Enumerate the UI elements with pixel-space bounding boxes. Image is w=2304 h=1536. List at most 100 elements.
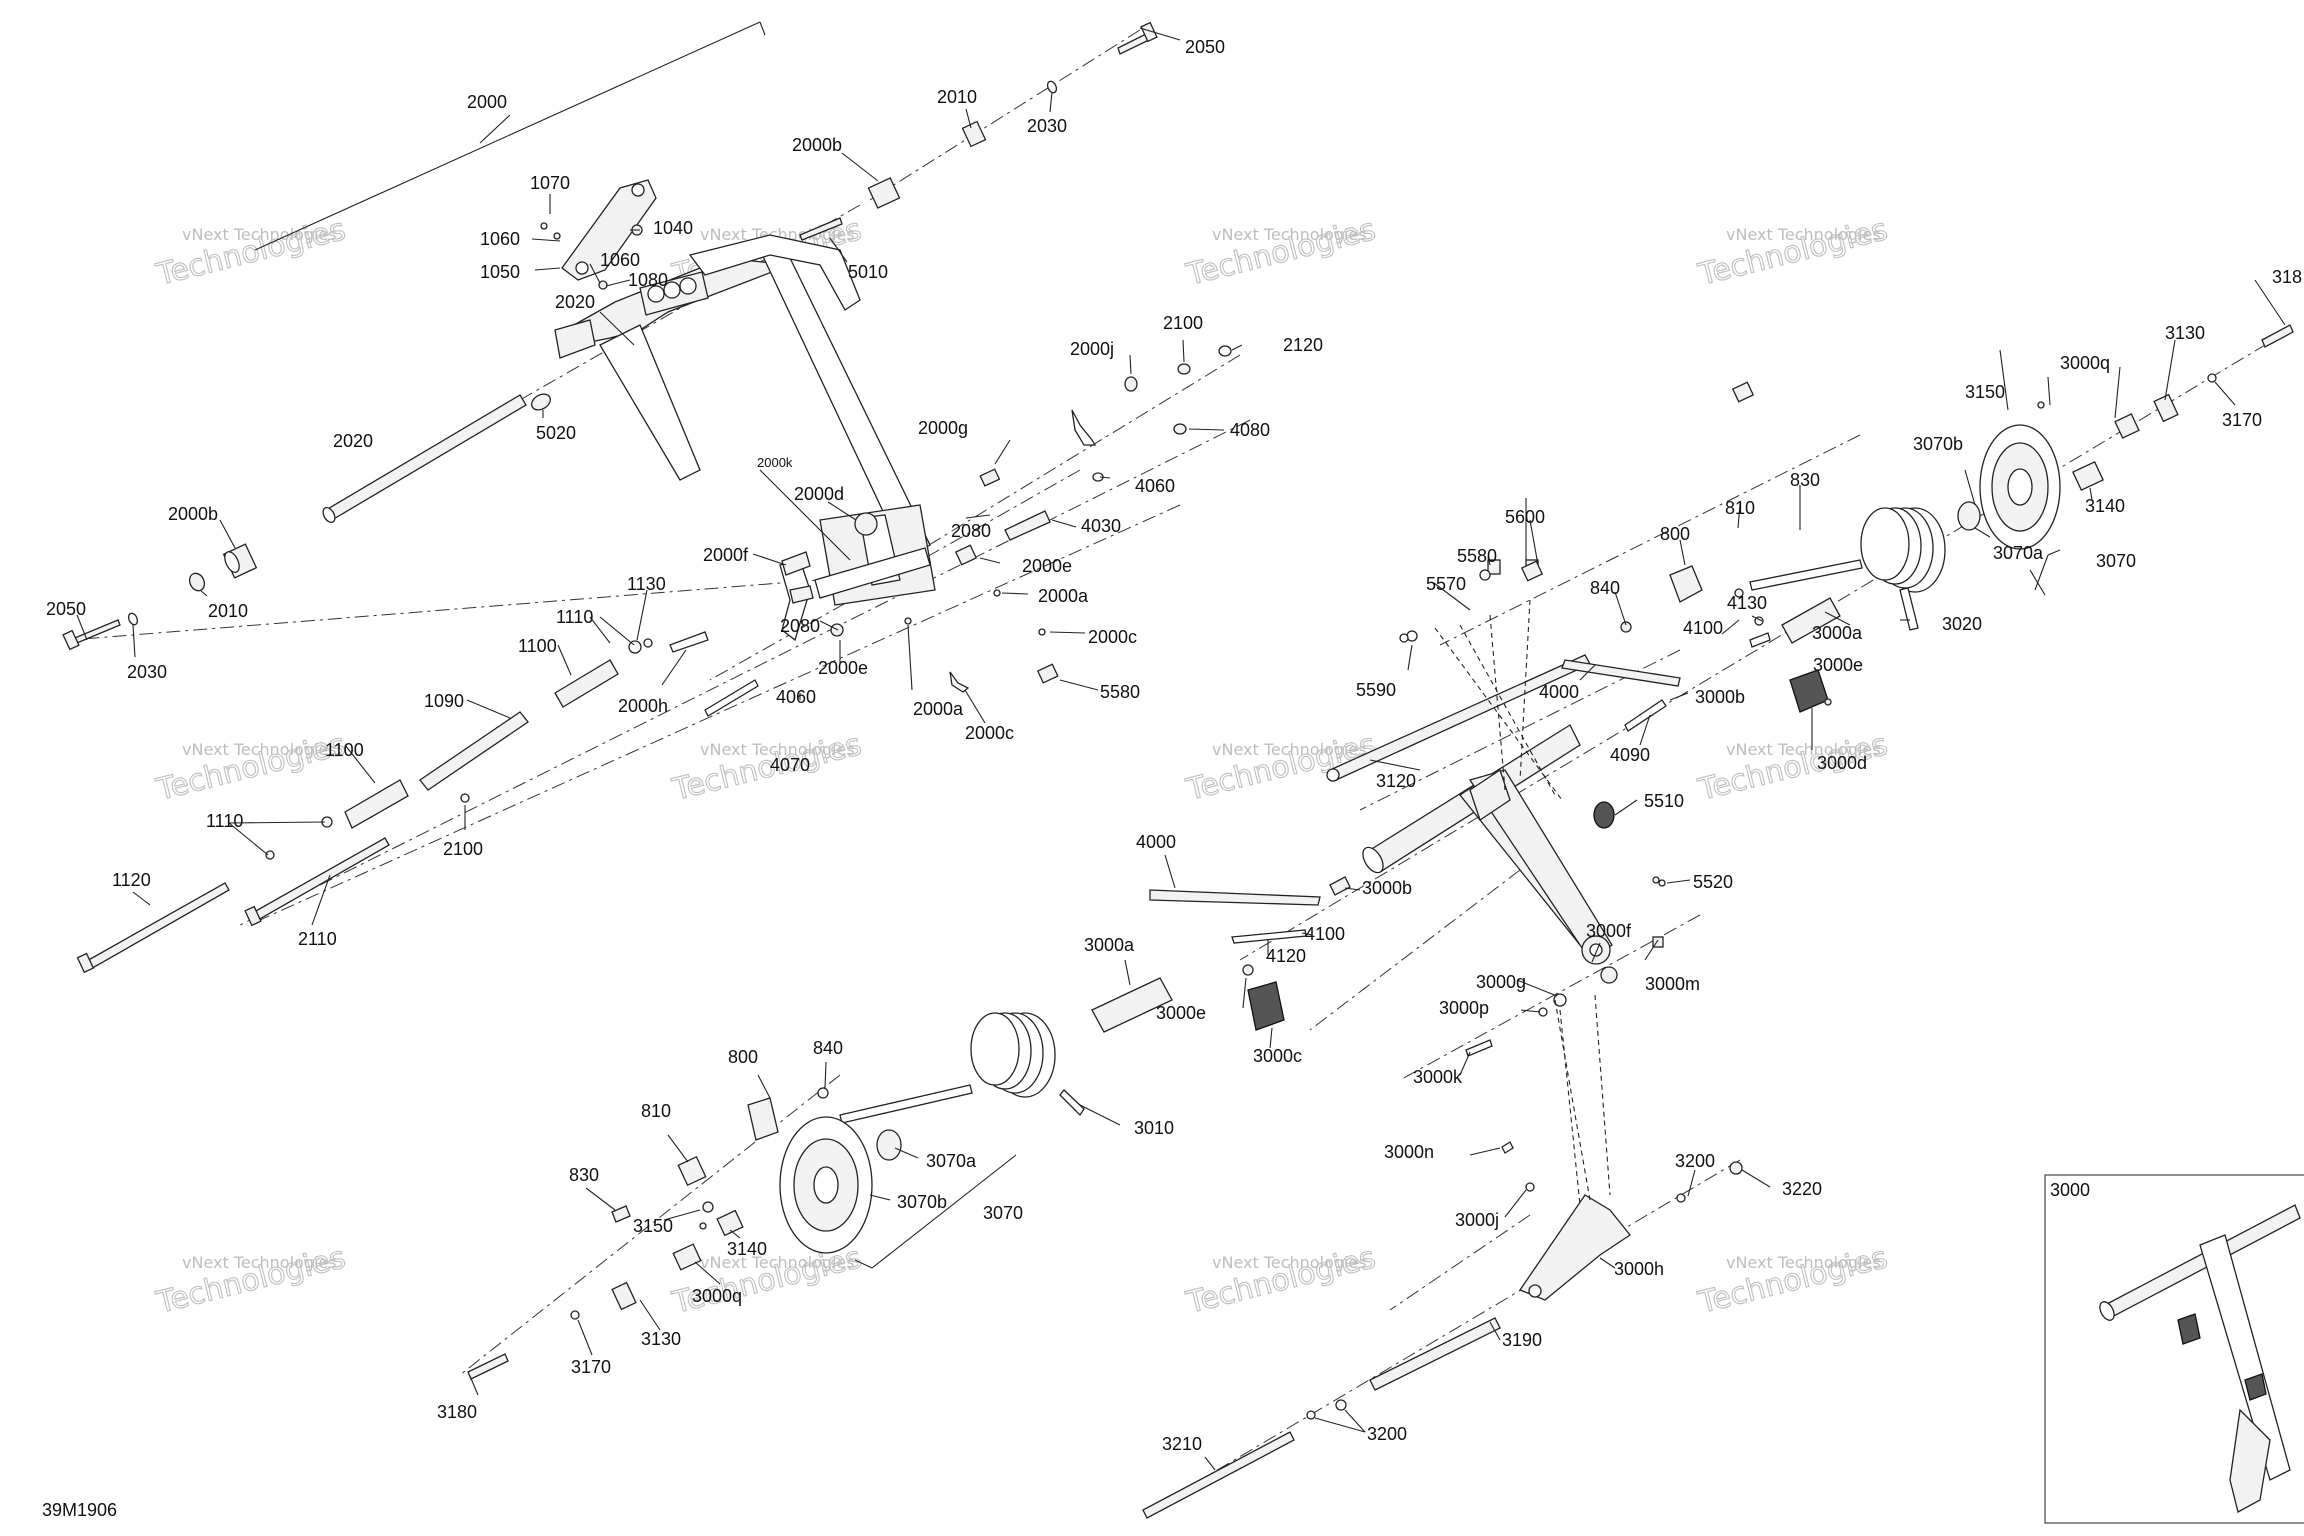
part-label: 4100 bbox=[1305, 924, 1345, 944]
part-label: 3000c bbox=[1253, 1046, 1302, 1066]
link-4000-top bbox=[1561, 659, 1681, 687]
part-label: 3150 bbox=[633, 1216, 673, 1236]
front-arm-assembly bbox=[554, 234, 936, 606]
part-label: 4080 bbox=[1230, 420, 1270, 440]
part-label: 3220 bbox=[1782, 1179, 1822, 1199]
part-label: 2030 bbox=[127, 662, 167, 682]
part-label: 3000e bbox=[1813, 655, 1863, 675]
part-label: 3190 bbox=[1502, 1330, 1542, 1350]
part-label: 3020 bbox=[1942, 614, 1982, 634]
watermark: vNext Technologies Technologies bbox=[152, 727, 350, 809]
part-label: 5580 bbox=[1100, 682, 1140, 702]
part-label: 4070 bbox=[770, 755, 810, 775]
assembly-inset: 3000 bbox=[2044, 1174, 2304, 1524]
part-label: 2080 bbox=[780, 616, 820, 636]
spring-3010 bbox=[839, 1012, 1085, 1124]
part-label: 2010 bbox=[208, 601, 248, 621]
part-label: 318 bbox=[2272, 267, 2302, 287]
watermark: vNext Technologies Technologies bbox=[152, 212, 350, 294]
part-label: 1120 bbox=[112, 870, 151, 890]
stopper-3000c bbox=[1247, 981, 1285, 1031]
part-label: 1080 bbox=[628, 270, 668, 290]
part-label: 3130 bbox=[641, 1329, 681, 1349]
stopper-3000d bbox=[1789, 669, 1829, 713]
assembly-axis-lines bbox=[69, 29, 2291, 1511]
part-label: 3120 bbox=[1376, 771, 1416, 791]
washer-2010-left bbox=[188, 572, 206, 592]
part-label: 2000c bbox=[1088, 627, 1137, 647]
part-label: 1100 bbox=[518, 636, 557, 656]
part-label: 3000q bbox=[2060, 353, 2110, 373]
part-label: 3000a bbox=[1812, 623, 1863, 643]
part-label: 840 bbox=[1590, 578, 1620, 598]
part-label: 3000k bbox=[1413, 1067, 1463, 1087]
part-label: 3070b bbox=[897, 1192, 947, 1212]
part-label: 2000c bbox=[965, 723, 1014, 743]
shaft-2020 bbox=[322, 394, 527, 524]
part-label: 2100 bbox=[443, 839, 483, 859]
part-label: 4120 bbox=[1266, 946, 1306, 966]
part-label: 3210 bbox=[1162, 1434, 1202, 1454]
part-label: 5570 bbox=[1426, 574, 1466, 594]
part-label: 2000b bbox=[792, 135, 842, 155]
part-label: 1110 bbox=[206, 811, 243, 831]
part-label: 1040 bbox=[653, 218, 693, 238]
part-label: 5510 bbox=[1644, 791, 1684, 811]
part-label: 2000a bbox=[913, 699, 964, 719]
part-label: 3150 bbox=[1965, 382, 2005, 402]
part-label: 4100 bbox=[1683, 618, 1723, 638]
part-label: 2110 bbox=[298, 929, 337, 949]
part-label: 3200 bbox=[1675, 1151, 1715, 1171]
part-label: 2000g bbox=[918, 418, 968, 438]
part-label: 5020 bbox=[536, 423, 576, 443]
part-label: 2020 bbox=[333, 431, 373, 451]
part-label: 810 bbox=[641, 1101, 671, 1121]
part-label: 3070 bbox=[983, 1203, 1023, 1223]
part-label: 3070b bbox=[1913, 434, 1963, 454]
part-label: 5600 bbox=[1505, 507, 1545, 527]
part-label: 3140 bbox=[2085, 496, 2125, 516]
part-label: 3000p bbox=[1439, 998, 1489, 1018]
part-label: 5590 bbox=[1356, 680, 1396, 700]
bearing-3070a-left bbox=[876, 1129, 902, 1161]
svg-text:vNext Technologies: vNext Technologies bbox=[182, 740, 337, 759]
part-label: 2000d bbox=[794, 484, 844, 504]
part-label: 3140 bbox=[727, 1239, 767, 1259]
part-label: 2000e bbox=[1022, 556, 1072, 576]
part-label: 2000b bbox=[168, 504, 218, 524]
part-label: 2010 bbox=[937, 87, 977, 107]
part-label: 3000g bbox=[1476, 972, 1526, 992]
part-label: 4000 bbox=[1136, 832, 1176, 852]
part-label: 1100 bbox=[325, 740, 364, 760]
part-label: 3000m bbox=[1645, 974, 1700, 994]
svg-text:vNext Technologies: vNext Technologies bbox=[1726, 740, 1881, 759]
callout-labels: 2000 2050 2010 2030 2000b 1070 1040 1060… bbox=[46, 37, 2302, 1454]
part-label: 2000e bbox=[818, 658, 868, 678]
document-code: 39M1906 bbox=[42, 1500, 118, 1520]
bushing-2000b-left bbox=[222, 543, 258, 579]
part-label: 3000e bbox=[1156, 1003, 1206, 1023]
part-label: 4060 bbox=[1135, 476, 1175, 496]
part-label: 3070 bbox=[2096, 551, 2136, 571]
part-label: 2000h bbox=[618, 696, 668, 716]
bolt-2050-left bbox=[62, 619, 121, 651]
bolt-3210 bbox=[1142, 1431, 1295, 1519]
part-label: 2000j bbox=[1070, 339, 1114, 359]
svg-text:vNext Technologies: vNext Technologies bbox=[1726, 1253, 1881, 1272]
watermark: vNext Technologies Technologies bbox=[668, 727, 866, 809]
part-label: 5580 bbox=[1457, 546, 1497, 566]
part-label: 2000k bbox=[757, 455, 793, 470]
svg-text:vNext Technologies: vNext Technologies bbox=[700, 740, 855, 759]
part-label: 3000a bbox=[1084, 935, 1135, 955]
part-label: 2020 bbox=[555, 292, 595, 312]
link-4000-lower bbox=[1149, 889, 1321, 906]
part-label: 1060 bbox=[600, 250, 640, 270]
part-label: 2050 bbox=[1185, 37, 1225, 57]
svg-text:vNext Technologies: vNext Technologies bbox=[1212, 225, 1367, 244]
sleeve-3000a-right bbox=[1781, 597, 1841, 644]
part-label: 3000f bbox=[1586, 921, 1632, 941]
svg-text:vNext Technologies: vNext Technologies bbox=[182, 1253, 337, 1272]
watermark: vNext Technologies Technologies bbox=[1182, 212, 1380, 294]
washer-2030-left bbox=[127, 612, 139, 626]
